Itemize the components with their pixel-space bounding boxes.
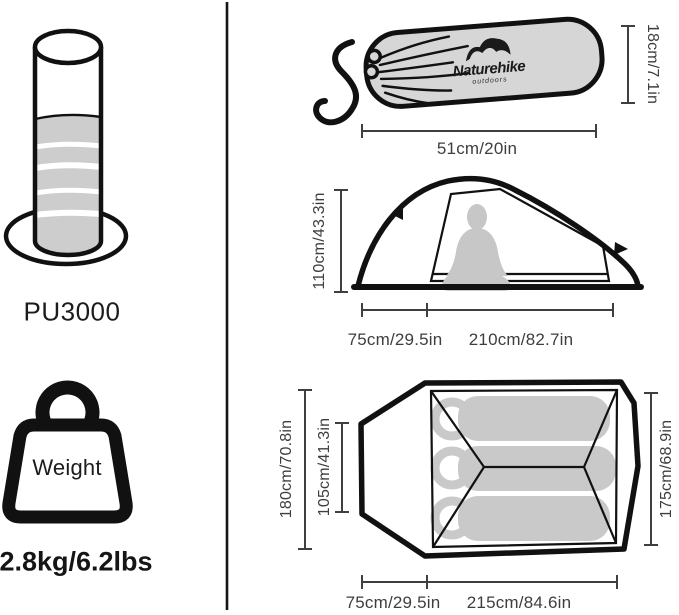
- inner-floor-lines: [429, 388, 619, 549]
- bag-pleats: [378, 35, 470, 105]
- tent-top-view-diagram: [358, 379, 641, 559]
- side-height-dimension: 110cm/43.3in: [311, 192, 328, 290]
- top-outer-width-dimension: 180cm/70.8in: [278, 419, 295, 519]
- waterproof-rating-label: PU3000: [23, 296, 121, 327]
- water-column-icon: [3, 28, 129, 267]
- side-view-dimension-lines: [334, 189, 614, 317]
- person-silhouette: [442, 204, 511, 291]
- bag-height-dimension: 18cm/7.1in: [644, 23, 661, 105]
- cord-knot: [366, 48, 382, 65]
- cord-knot: [363, 63, 380, 80]
- naturehike-logo-mountain-icon: [465, 38, 511, 62]
- side-vestibule-dimension: 75cm/29.5in: [347, 330, 443, 349]
- sleeping-pads: [430, 396, 616, 541]
- top-view-dimension-lines: [298, 389, 658, 589]
- bag-dimension-lines: [361, 25, 635, 138]
- tent-bag-diagram: [313, 16, 605, 126]
- top-inner-width-dimension: 105cm/41.3in: [316, 417, 333, 517]
- bag-length-dimension: 51cm/20in: [436, 139, 518, 158]
- top-right-width-dimension: 175cm/68.9in: [658, 419, 675, 519]
- top-length-dimension: 215cm/84.6in: [466, 593, 572, 612]
- weight-icon-label: Weight: [32, 455, 102, 480]
- weight-icon: [2, 380, 133, 524]
- drawstring-cord: [313, 39, 360, 126]
- guyline-tab: [391, 209, 403, 220]
- side-length-dimension: 210cm/82.7in: [468, 330, 574, 349]
- weight-value-label: 2.8kg/6.2lbs: [0, 546, 153, 577]
- top-vestibule-dimension: 75cm/29.5in: [345, 593, 441, 612]
- tent-side-view-diagram: [351, 175, 644, 291]
- guyline-tab: [614, 242, 628, 255]
